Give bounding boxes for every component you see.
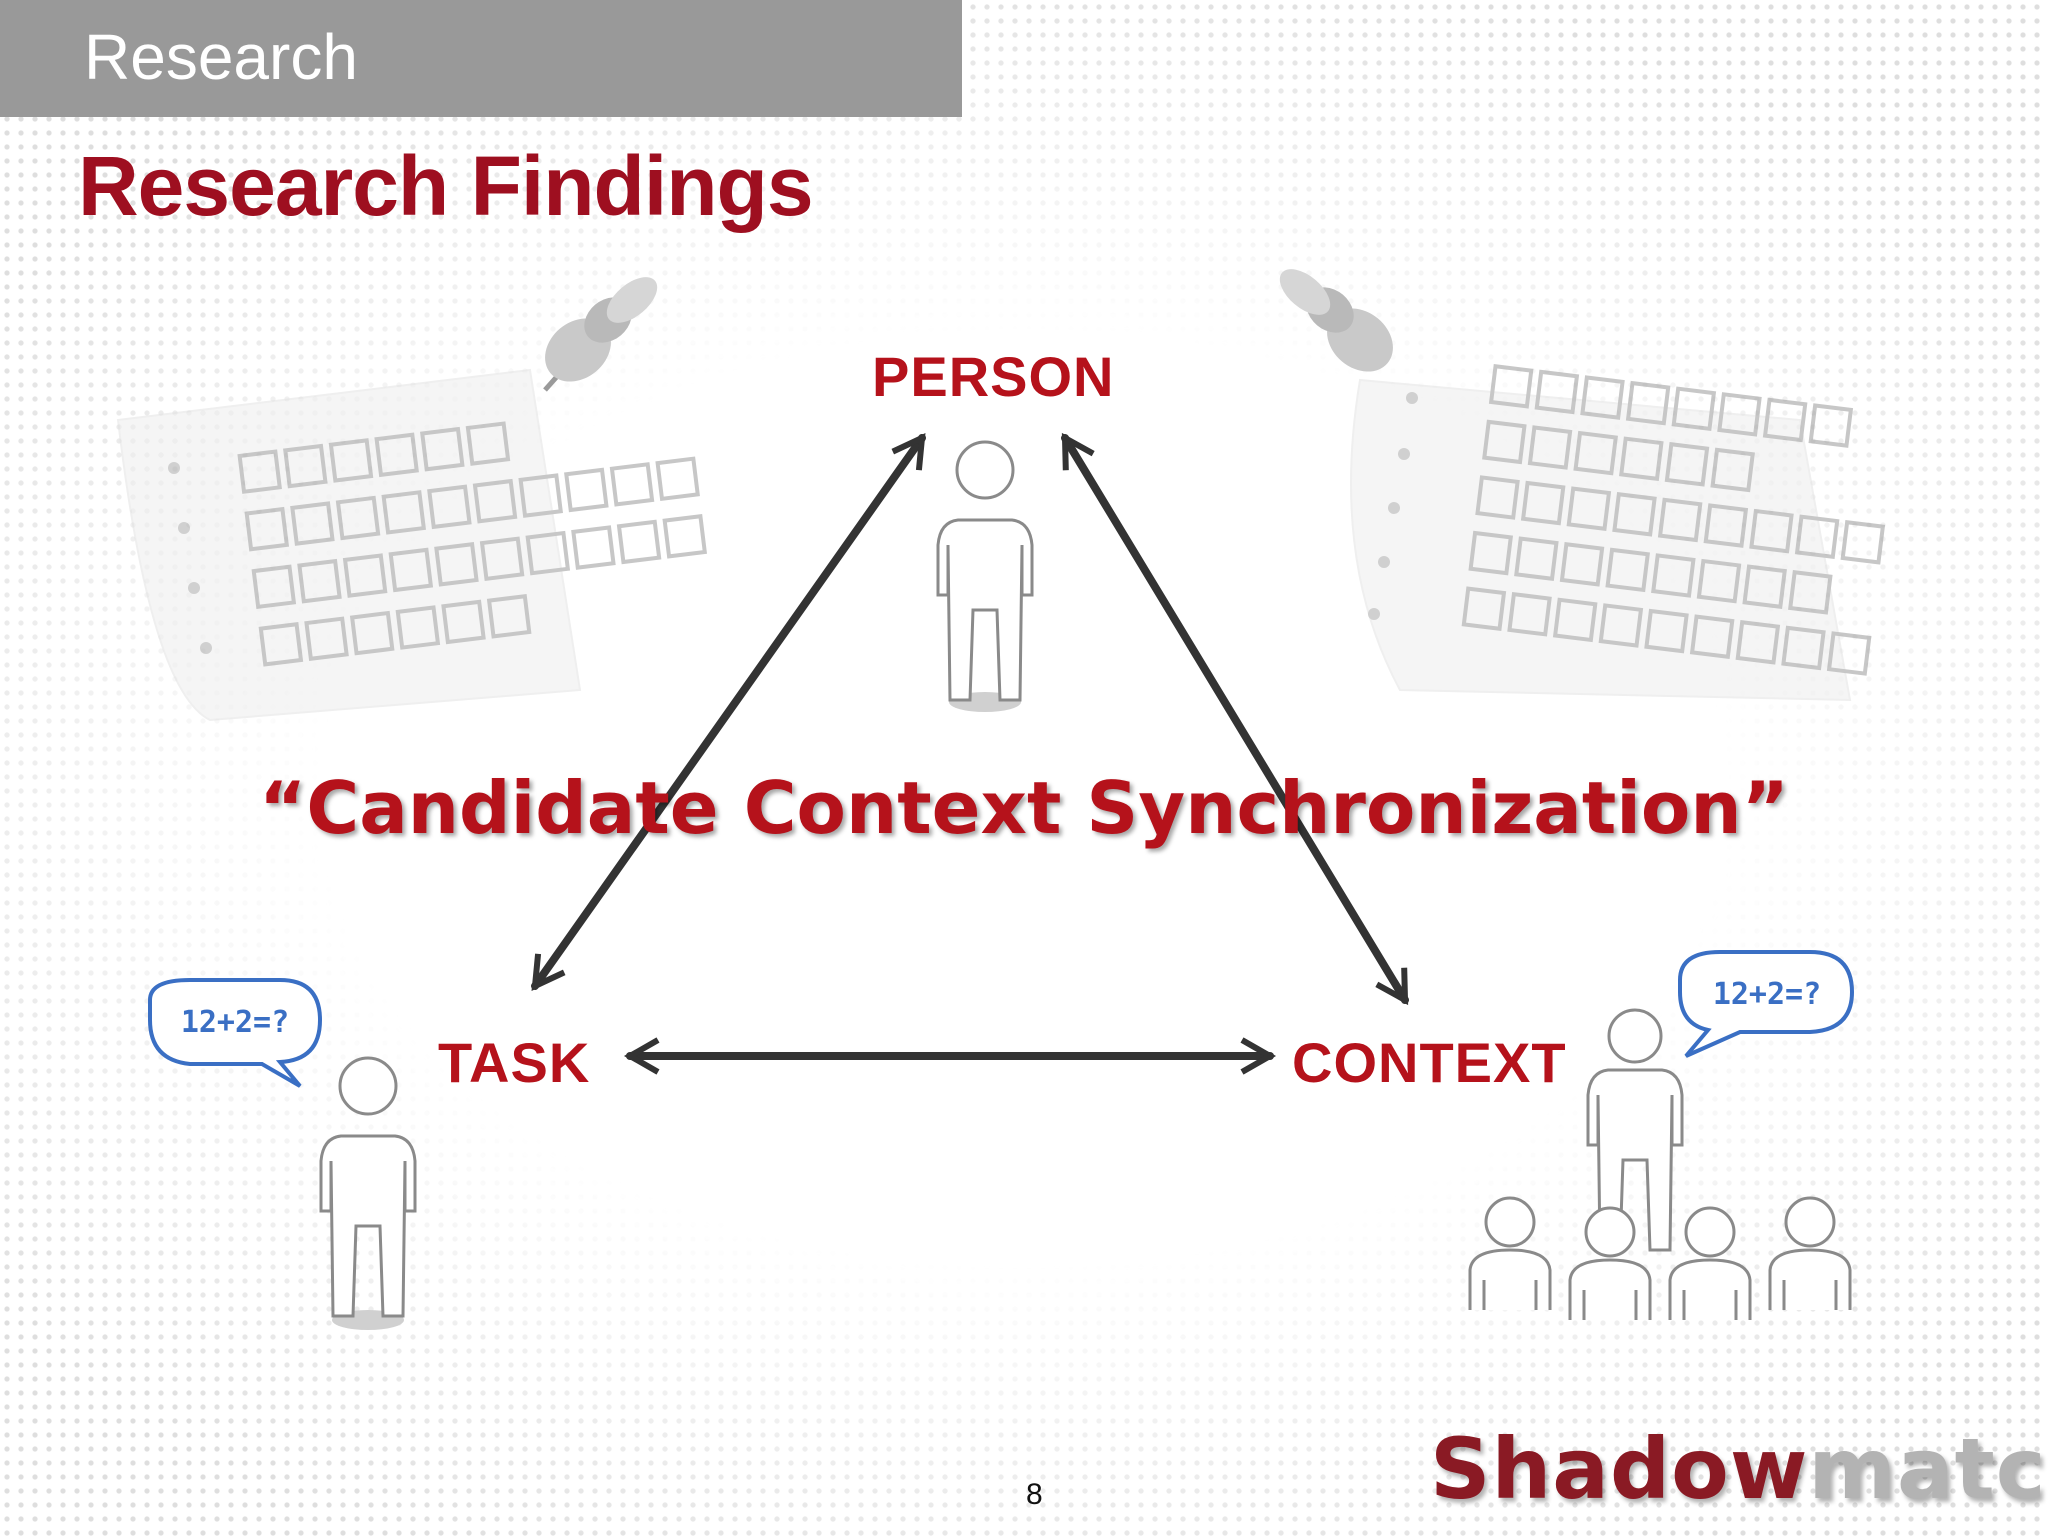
arrow-person-task: [531, 433, 926, 991]
section-header-label: Research: [84, 21, 358, 93]
concept-statement: “Candidate Context Synchronization”: [259, 766, 1789, 850]
arrow-person-context: [1061, 432, 1409, 1006]
section-header-bar: Research: [0, 0, 962, 117]
speech-bubble-left-icon: [148, 978, 323, 1088]
page-number: 8: [1026, 1478, 1043, 1511]
audience-group-icon: [1468, 1196, 1852, 1320]
speech-bubble-left-text: 12+2=?: [181, 1005, 289, 1040]
pushpin-left-icon: [543, 277, 658, 392]
speech-bubble-right-icon: [1678, 950, 1855, 1058]
logo-part-shadow: Shadow: [1430, 1420, 1809, 1518]
node-label-person: PERSON: [872, 345, 1115, 408]
page-title: Research Findings: [78, 139, 814, 233]
shadowmatch-logo: Shadowmatch®: [1430, 1420, 2048, 1518]
speech-bubble-right-text: 12+2=?: [1713, 977, 1821, 1012]
logo-part-match: match: [1808, 1420, 2048, 1518]
node-label-context: CONTEXT: [1292, 1031, 1567, 1094]
teacher-figure-icon: [1586, 1008, 1684, 1252]
node-label-task: TASK: [438, 1031, 591, 1094]
person-figure-icon: [936, 440, 1034, 712]
pushpin-right-icon: [1279, 269, 1393, 372]
task-figure-icon: [319, 1056, 417, 1330]
note-paper-right: [1350, 364, 1886, 702]
note-paper-left: [116, 368, 708, 722]
